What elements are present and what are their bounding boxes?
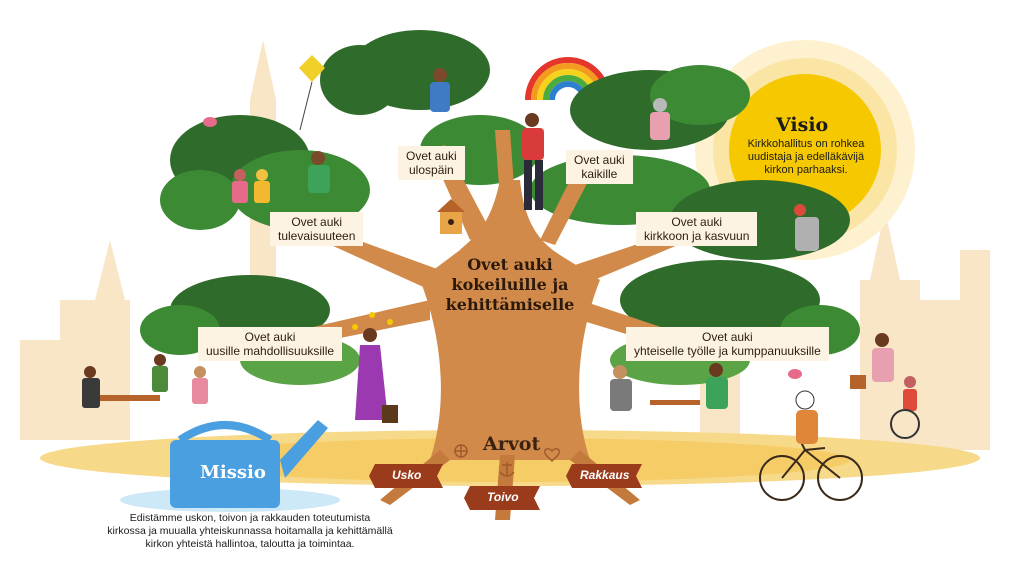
missio-title: Missio (200, 462, 266, 483)
missio-text: Edistämme uskon, toivon ja rakkauden tot… (70, 512, 430, 551)
visio-text: Kirkkohallitus on rohkea uudistaja ja ed… (724, 138, 888, 177)
value-usko: Usko (392, 468, 422, 482)
trunk-title-line: kokeiluille ja (451, 275, 569, 294)
branch-label-mahdollisuuksille: Ovet auki uusille mahdollisuuksille (198, 327, 343, 361)
label-line: tulevaisuuteen (278, 229, 356, 243)
bird-icon (203, 117, 802, 379)
branch-label-kaikille: Ovet auki kaikille (566, 150, 633, 184)
missio-line: kirkon yhteistä hallintoa, taloutta ja t… (145, 538, 355, 550)
sparkle-stars (352, 312, 393, 330)
visio-line: uudistaja ja edelläkävijä (747, 151, 865, 163)
kite-icon (299, 55, 325, 131)
branch-label-kirkkoon: Ovet auki kirkkoon ja kasvuun (636, 212, 758, 246)
branch-label-tulevaisuuteen: Ovet auki tulevaisuuteen (270, 212, 364, 246)
trunk-title-line: kehittämiselle (445, 295, 575, 314)
trunk-title: Ovet auki kokeiluille ja kehittämiselle (440, 255, 580, 315)
visio-title: Visio (776, 114, 829, 136)
arvot-title: Arvot (483, 433, 541, 455)
label-line: Ovet auki (702, 330, 753, 344)
branch-label-kumppanuuksille: Ovet auki yhteiselle työlle ja kumppanuu… (626, 327, 829, 361)
people-figures (82, 68, 920, 439)
heart-icon (543, 448, 561, 463)
cross-icon (454, 444, 468, 458)
birdhouse-icon (437, 199, 465, 234)
label-line: Ovet auki (291, 215, 343, 229)
label-line: Ovet auki (406, 149, 457, 163)
bicycle-icon (759, 439, 863, 501)
visio-line: kirkon parhaaksi. (764, 164, 848, 176)
label-line: Ovet auki (671, 215, 723, 229)
label-line: kirkkoon ja kasvuun (644, 229, 750, 243)
label-line: ulospäin (409, 163, 454, 177)
label-line: Ovet auki (244, 330, 296, 344)
anchor-icon (499, 462, 515, 477)
missio-line: Edistämme uskon, toivon ja rakkauden tot… (129, 512, 371, 524)
label-line: yhteiselle työlle ja kumppanuuksille (634, 344, 821, 358)
value-toivo: Toivo (487, 490, 519, 504)
value-ribbons (369, 464, 642, 510)
label-line: kaikille (581, 167, 618, 181)
branch-label-ulospain: Ovet auki ulospäin (398, 146, 465, 180)
visio-line: Kirkkohallitus on rohkea (747, 138, 865, 150)
trunk-title-line: Ovet auki (467, 255, 553, 274)
label-line: Ovet auki (574, 153, 625, 167)
missio-line: kirkossa ja muualla yhteiskunnassa hoita… (107, 525, 393, 537)
cyclist (795, 390, 818, 444)
value-rakkaus: Rakkaus (580, 468, 630, 482)
label-line: uusille mahdollisuuksille (206, 344, 335, 358)
watering-can-icon (120, 420, 340, 512)
